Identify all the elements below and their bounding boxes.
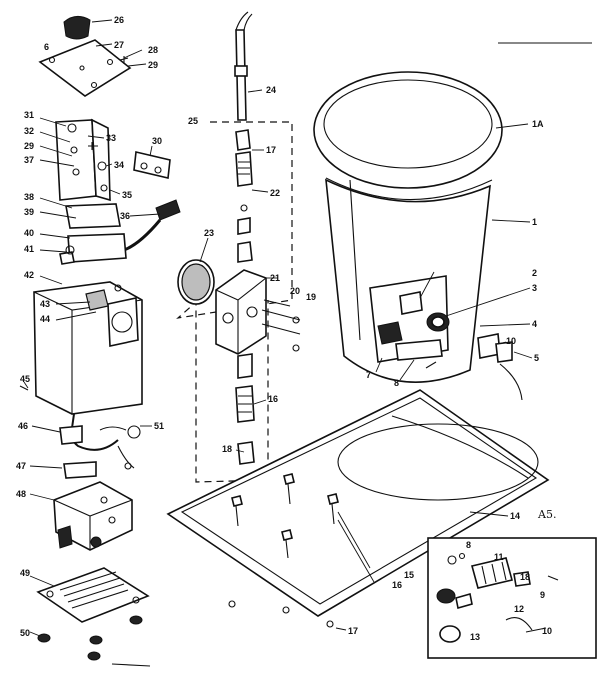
callout-50: 50 [20, 628, 30, 638]
callout-22: 22 [270, 188, 280, 198]
valve-stack [235, 129, 253, 263]
callout-8-inset: 8 [466, 540, 471, 550]
feet [37, 615, 151, 667]
callout-24: 24 [266, 85, 276, 95]
callout-1: 1 [532, 217, 537, 227]
callout-29: 29 [148, 60, 158, 70]
callout-25: 25 [188, 116, 198, 126]
callout-16: 16 [268, 394, 278, 404]
callout-28: 28 [148, 45, 158, 55]
callout-38: 38 [24, 192, 34, 202]
tank-outlet [369, 275, 523, 401]
reference-code: A5. [537, 508, 556, 521]
callout-17: 17 [266, 145, 276, 155]
callout-40: 40 [24, 228, 34, 238]
sensor-cable [59, 413, 141, 470]
valve-manifold [215, 269, 301, 355]
callout-44: 44 [40, 314, 50, 324]
callout-42: 42 [24, 270, 34, 280]
callout-29-left: 29 [24, 141, 34, 151]
callout-51: 51 [154, 421, 164, 431]
lower-valve-stack [235, 353, 255, 465]
callout-49: 49 [20, 568, 30, 578]
base-grille-plate [36, 567, 150, 623]
callout-18: 18 [222, 444, 232, 454]
callout-23: 23 [204, 228, 214, 238]
cord-bushing [59, 233, 127, 265]
water-tank [313, 71, 503, 383]
tray-screws [228, 473, 339, 628]
cap-assembly [38, 16, 132, 97]
callout-20: 20 [290, 286, 300, 296]
callout-13: 13 [470, 632, 480, 642]
callout-27: 27 [114, 40, 124, 50]
callout-32: 32 [24, 126, 34, 136]
pump-motor-unit [53, 481, 133, 551]
callout-37: 37 [24, 155, 34, 165]
callout-26: 26 [114, 15, 124, 25]
callout-21: 21 [270, 273, 280, 283]
switch-bracket-assembly [55, 118, 171, 229]
callout-10-inset: 10 [542, 626, 552, 636]
misc-small-parts [19, 65, 437, 391]
callout-41: 41 [24, 244, 34, 254]
callout-39: 39 [24, 207, 34, 217]
callout-43: 43 [40, 299, 50, 309]
callout-48: 48 [16, 489, 26, 499]
callout-2: 2 [532, 268, 537, 278]
wire-connector [63, 461, 97, 479]
drain-hose [234, 11, 253, 121]
base-tray [166, 389, 550, 617]
callout-30: 30 [152, 136, 162, 146]
heater-control-box [33, 281, 143, 415]
leader-lines [23, 19, 533, 637]
callout-33: 33 [106, 133, 116, 143]
callout-46: 46 [18, 421, 28, 431]
callout-1a: 1A [532, 119, 544, 129]
callout-10: 10 [506, 336, 516, 346]
callout-35: 35 [122, 190, 132, 200]
callout-12: 12 [514, 604, 524, 614]
callout-8: 8 [394, 378, 399, 388]
callout-19: 19 [306, 292, 316, 302]
callout-labels: 26 27 6 28 29 24 25 1A 31 32 29 37 33 30… [16, 15, 552, 642]
callout-34: 34 [114, 160, 124, 170]
callout-4: 4 [532, 319, 537, 329]
callout-7: 7 [366, 370, 371, 380]
callout-31: 31 [24, 110, 34, 120]
filter-screen [177, 259, 215, 305]
callout-18-inset: 18 [520, 572, 530, 582]
valve-detail-inset [427, 537, 597, 659]
callout-5: 5 [534, 353, 539, 363]
callout-14: 14 [510, 511, 520, 521]
callout-16-tray: 16 [392, 580, 402, 590]
callout-45: 45 [20, 374, 30, 384]
callout-3: 3 [532, 283, 537, 293]
callout-6: 6 [44, 42, 49, 52]
callout-15: 15 [404, 570, 414, 580]
callout-9: 9 [540, 590, 545, 600]
callout-11: 11 [494, 552, 504, 562]
callout-36: 36 [120, 211, 130, 221]
callout-47: 47 [16, 461, 26, 471]
callout-17-tray: 17 [348, 626, 358, 636]
